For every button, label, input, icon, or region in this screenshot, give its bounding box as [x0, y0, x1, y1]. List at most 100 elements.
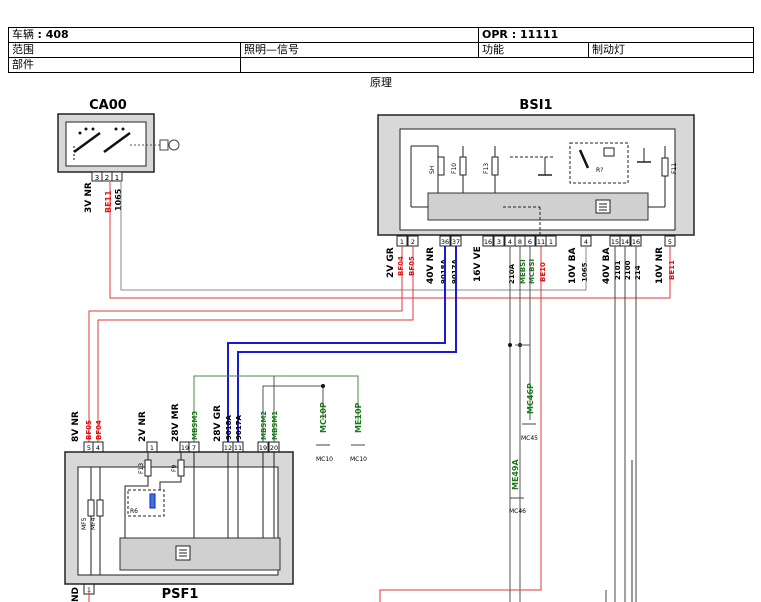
bsi-labels: 2V GR BF04 BF05 40V NR 9018A 9017A 16V V…	[386, 246, 676, 284]
bsi-wire-label: 2101	[614, 260, 622, 280]
psf-connector-label: ND	[71, 587, 81, 602]
bsi-connector-label: 10V NR	[655, 247, 665, 284]
bsi-connector-label: 40V BA	[602, 248, 612, 284]
pin-number: 14	[621, 238, 629, 246]
pin-box	[545, 235, 557, 247]
bsi-internal-label: F10	[451, 163, 458, 174]
psf-connector-label: 2V NR	[138, 411, 148, 442]
key-icon	[159, 139, 180, 151]
psf-connector-label: 8V NR	[71, 411, 81, 442]
pin-number: 2	[411, 238, 415, 246]
ground-ref: MC10	[316, 456, 333, 463]
pin-number: 6	[528, 238, 532, 246]
pin-box	[493, 235, 505, 247]
opr-cell: OPR : 11111	[478, 27, 755, 43]
bsi-connector-label: 16V VE	[473, 246, 483, 282]
psf-wire-label: 9018A	[225, 415, 233, 440]
pin-number: 1	[400, 238, 404, 246]
part-value	[239, 57, 755, 73]
psf-connector-label: 28V MR	[171, 403, 181, 442]
bsi-wire-label: BE11	[668, 260, 676, 280]
function-value: 制动灯	[588, 42, 755, 58]
psf-internal-label: R6	[130, 508, 138, 515]
pin-number: 11	[234, 444, 242, 452]
bsi-internal-label: F13	[483, 163, 490, 174]
ground-label: MC46P	[526, 383, 535, 414]
psf-bottom-left: ND	[71, 587, 90, 602]
ground-label: ME10P	[354, 402, 363, 433]
bsi-wire-label: BE10	[539, 262, 547, 282]
pin-number: 11	[537, 238, 545, 246]
pin-number: 19	[259, 444, 267, 452]
bsi1-title: BSI1	[519, 98, 552, 113]
bsi-wire-label: MCBSI	[528, 259, 536, 284]
bsi1-component: BSI1 SH F10 F13 R?	[377, 98, 695, 237]
pin-number: 12	[224, 444, 232, 452]
psf-wire-label: BF04	[95, 420, 103, 440]
ground-ref: MC10	[350, 456, 367, 463]
vehicle-label: 车辆	[12, 28, 34, 42]
bsi-wire-label: BF04	[397, 256, 405, 276]
ground-label: MC10P	[319, 402, 328, 433]
psf1-component: F13 F9 MF5 MF4 R6 PSF1	[64, 451, 294, 602]
psf-connector-label: 28V GR	[213, 405, 223, 442]
chip-icon	[175, 545, 191, 561]
chip-icon	[595, 199, 611, 214]
ca00-title: CA00	[89, 98, 127, 113]
pin-number: 1	[549, 238, 553, 246]
psf1-title: PSF1	[162, 587, 199, 602]
pin-number: 4	[96, 444, 100, 452]
pin-number: 1	[150, 444, 154, 452]
bsi-wire-label: 2100	[624, 260, 632, 280]
pin-number: 5	[668, 238, 672, 246]
wires	[88, 182, 671, 602]
ca00-wire-label: BE11	[104, 190, 113, 213]
psf-wire-label: 9017A	[235, 415, 243, 440]
psf-internal-label: F13	[138, 463, 145, 474]
psf-internal-label: MF5	[81, 517, 88, 530]
bsi-wire-label: BF05	[408, 256, 416, 276]
bsi-connector-label: 2V GR	[386, 247, 396, 278]
pin-number: 16	[484, 238, 492, 246]
ground-ref: MC46	[509, 508, 526, 515]
ca00-pin: 1	[115, 174, 119, 182]
psf-wire-label: MBSM2	[260, 411, 268, 440]
pin-box	[482, 235, 494, 247]
pin-number: 8	[518, 238, 522, 246]
vehicle-value: : 408	[37, 28, 69, 42]
pin-number: 4	[584, 238, 588, 246]
ca00-component: CA00 3 2 1 3V NR BE11 1065	[57, 98, 180, 213]
ground-label: ME49A	[511, 458, 520, 490]
bsi-wire-label: 1065	[581, 262, 589, 282]
ca00-wire-label: 1065	[114, 188, 123, 211]
ground-ref: MC45	[521, 435, 538, 442]
bsi-internal-label: R?	[596, 167, 603, 174]
pin-number: 4	[508, 238, 512, 246]
bsi-connector-label: 40V NR	[426, 247, 436, 284]
ground-symbols: MC46P MC45 ME49A MC46 MC10P MC10 ME10P M…	[316, 343, 538, 515]
psf-internal-label: F9	[171, 465, 178, 472]
psf-wire-label: BF05	[85, 420, 93, 440]
bsi-connector-label: 10V BA	[568, 248, 578, 284]
pin-number: 20	[270, 444, 278, 452]
pin-number: 19	[181, 444, 189, 452]
psf1-labels: 8V NR BF05 BF04 2V NR 28V MR MBSM3 28V G…	[71, 403, 279, 442]
pin-number: 37	[452, 238, 460, 246]
pin-number: 16	[632, 238, 640, 246]
psf-wire-label: MBSM3	[191, 411, 199, 440]
bsi-wire-label: 210A	[508, 263, 516, 284]
pin-number: 7	[192, 444, 196, 452]
psf-wire-label: MBSM1	[271, 411, 279, 440]
bsi-wire-label: MEBSI	[519, 259, 527, 284]
header-table: 车辆 : 408 OPR : 11111 范围 照明—信号 功能 制动灯 部件	[7, 27, 755, 73]
psf-internal-label: MF4	[90, 517, 97, 530]
pin-number: 5	[87, 444, 91, 452]
pin-number: 3	[497, 238, 501, 246]
bsi-internal-label: SH	[429, 166, 436, 174]
opr-value: OPR : 11111	[482, 28, 559, 42]
ca00-wire-label: 3V NR	[84, 182, 94, 213]
bsi-internal-label: F11	[671, 163, 678, 174]
pin-number: 36	[441, 238, 449, 246]
